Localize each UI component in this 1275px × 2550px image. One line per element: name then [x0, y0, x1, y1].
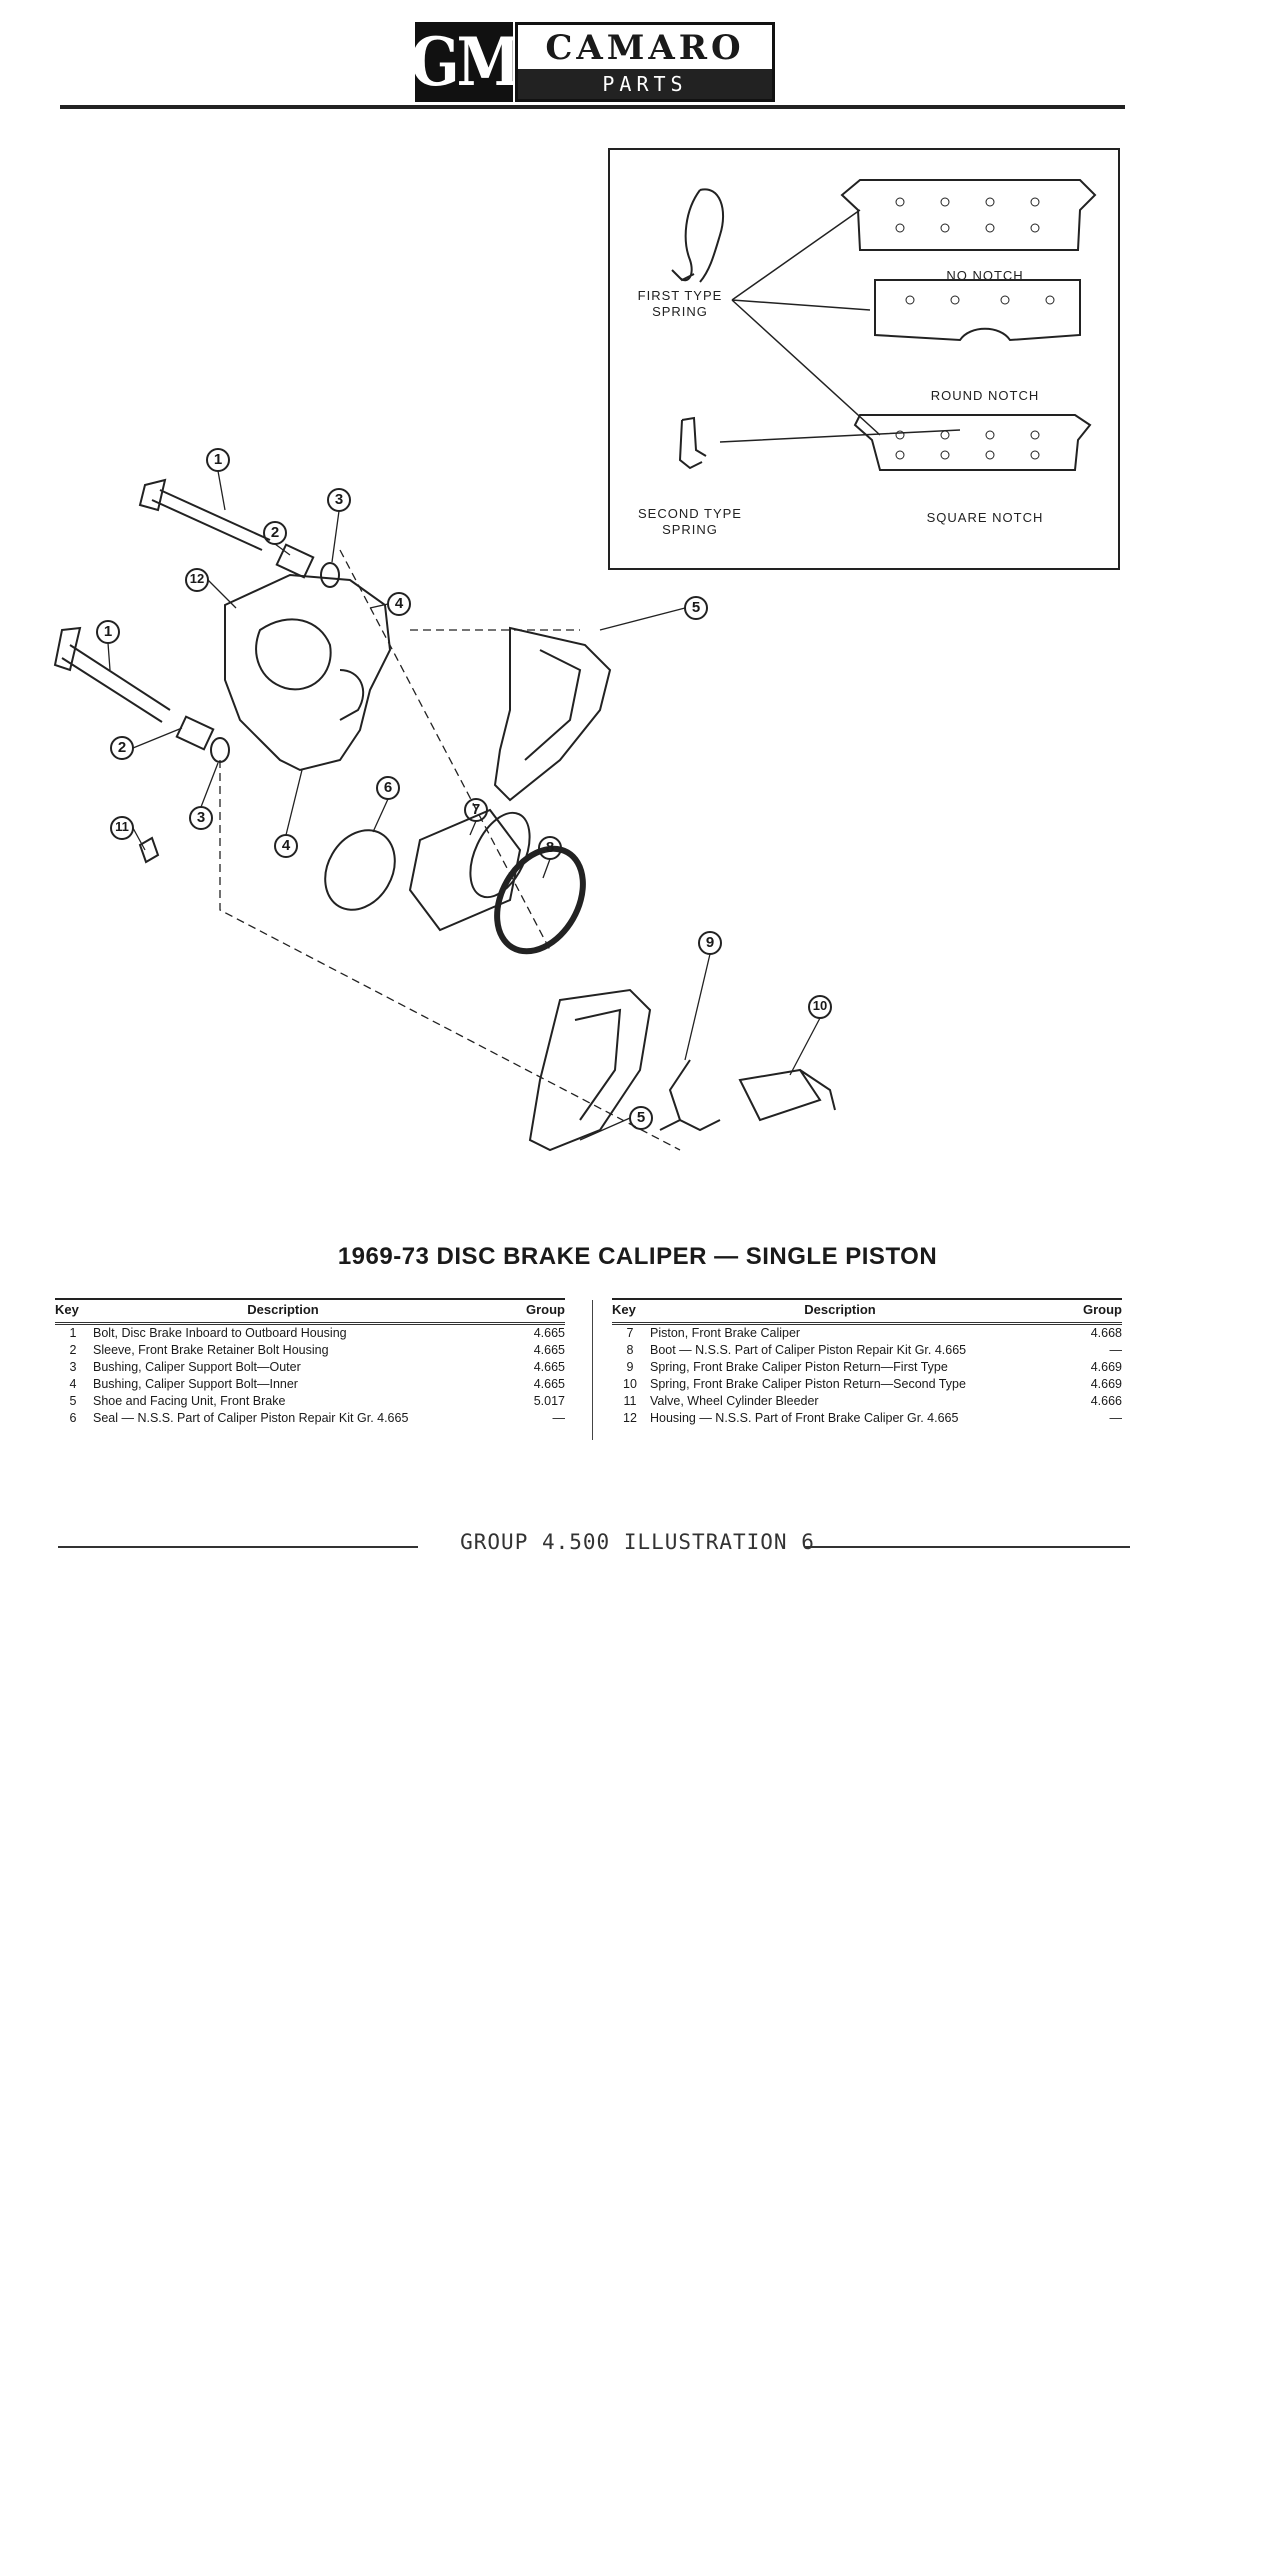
callout-5-upper: 5	[691, 599, 701, 616]
header-description: Description	[247, 1302, 319, 1317]
callout-2-left: 2	[117, 739, 127, 756]
second-type-spring-label: SECOND TYPE SPRING	[638, 506, 742, 537]
pad-no-notch	[840, 179, 1097, 251]
inset-drawing	[671, 179, 1097, 471]
parts-table-left: Key Description Group 1 Bolt, Disc Brake …	[55, 1298, 565, 1427]
catalog-title: CAMARO	[545, 28, 745, 68]
callout-4-top: 4	[394, 595, 404, 612]
parts-row: 8 Boot — N.S.S. Part of Caliper Piston Re…	[612, 1342, 1122, 1359]
pad-label-no-notch: NO NOTCH	[946, 268, 1024, 283]
part-key: 5	[69, 1394, 77, 1408]
gm-logo: GM	[410, 22, 521, 102]
part-description: Housing — N.S.S. Part of Front Brake Cal…	[650, 1411, 959, 1425]
caliper-exploded-diagram: 1 2 3 4 1 2 3 4 5 6 7 8 9 10 5 11 12	[40, 430, 940, 1190]
parts-table-right-header: Key Description Group	[612, 1298, 1122, 1325]
parts-row: 5 Shoe and Facing Unit, Front Brake 5.017	[55, 1393, 565, 1410]
part-group: —	[552, 1411, 566, 1425]
header-key: Key	[612, 1302, 636, 1317]
parts-row: 1 Bolt, Disc Brake Inboard to Outboard Ho…	[55, 1325, 565, 1342]
header-group: Group	[1083, 1302, 1122, 1317]
parts-row: 11 Valve, Wheel Cylinder Bleeder 4.666	[612, 1393, 1123, 1410]
part-key: 12	[623, 1411, 637, 1425]
parts-row: 9 Spring, Front Brake Caliper Piston Retu…	[612, 1359, 1122, 1376]
part-key: 9	[626, 1360, 634, 1374]
part-description: Bushing, Caliper Support Bolt—Inner	[93, 1377, 298, 1391]
callout-3-top: 3	[334, 491, 344, 508]
illustration-caption: 1969-73 DISC BRAKE CALIPER — SINGLE PIST…	[337, 1243, 938, 1270]
part-description: Spring, Front Brake Caliper Piston Retur…	[650, 1360, 948, 1374]
part-group: 4.665	[533, 1377, 565, 1391]
part-key: 4	[69, 1377, 77, 1391]
catalog-header: GM CAMARO PARTS CATALOGUE	[410, 22, 775, 126]
part-group: 4.665	[533, 1360, 565, 1374]
pad-square-notch	[853, 414, 1092, 471]
part-description: Bushing, Caliper Support Bolt—Outer	[93, 1360, 301, 1374]
pad-round-notch	[874, 279, 1081, 342]
part-group: 4.669	[1090, 1360, 1122, 1374]
footer-rule-right	[805, 1546, 1130, 1548]
pad-types-inset: FIRST TYPE SPRING SECOND TYPE SPRING NO …	[608, 148, 1120, 570]
part-key: 6	[69, 1411, 77, 1425]
pad-label-round-notch: ROUND NOTCH	[930, 388, 1040, 403]
callout-9: 9	[705, 934, 715, 951]
callout-3-left: 3	[196, 809, 206, 826]
callout-11: 11	[115, 819, 129, 834]
parts-row: 7 Piston, Front Brake Caliper 4.668	[612, 1325, 1122, 1342]
parts-row: 6 Seal — N.S.S. Part of Caliper Piston Re…	[55, 1410, 565, 1427]
header-rule	[60, 105, 1125, 109]
title-box: CAMARO PARTS CATALOGUE	[515, 22, 775, 126]
part-key: 7	[626, 1326, 634, 1340]
callout-7: 7	[471, 801, 481, 818]
part-description: Sleeve, Front Brake Retainer Bolt Housin…	[93, 1343, 329, 1357]
part-description: Boot — N.S.S. Part of Caliper Piston Rep…	[650, 1343, 967, 1357]
gm-logo-text: GM	[410, 22, 521, 102]
callout-5-lower: 5	[636, 1109, 646, 1126]
part-group: 4.666	[1090, 1394, 1122, 1408]
catalog-subtitle: PARTS CATALOGUE	[518, 69, 772, 126]
header-group: Group	[526, 1302, 565, 1317]
part-key: 8	[626, 1343, 634, 1357]
part-group: —	[1109, 1411, 1123, 1425]
parts-row: 4 Bushing, Caliper Support Bolt—Inner 4.66…	[55, 1376, 565, 1393]
callout-2-top: 2	[270, 524, 280, 541]
part-key: 11	[623, 1394, 637, 1408]
parts-table-left-header: Key Description Group	[55, 1298, 565, 1325]
part-description: Shoe and Facing Unit, Front Brake	[93, 1394, 286, 1408]
footer-illustration-label: GROUP 4.500 ILLUSTRATION 6	[460, 1530, 815, 1554]
part-description: Seal — N.S.S. Part of Caliper Piston Rep…	[93, 1411, 409, 1425]
callout-10: 10	[812, 998, 828, 1013]
callout-12: 12	[189, 571, 205, 586]
part-group: —	[1109, 1343, 1123, 1357]
callout-1-top: 1	[213, 451, 223, 468]
parts-row: 3 Bushing, Caliper Support Bolt—Outer 4.66…	[55, 1359, 565, 1376]
footer-rule-left	[58, 1546, 418, 1548]
parts-table-right: Key Description Group 7 Piston, Front Bra…	[612, 1298, 1122, 1427]
part-group: 4.665	[533, 1343, 565, 1357]
part-description: Spring, Front Brake Caliper Piston Retur…	[650, 1377, 966, 1391]
part-group: 4.668	[1090, 1326, 1122, 1340]
caliper-drawing	[53, 448, 836, 1152]
callout-6: 6	[383, 779, 393, 796]
part-description: Piston, Front Brake Caliper	[650, 1326, 801, 1340]
header-key: Key	[55, 1302, 79, 1317]
table-divider	[592, 1300, 593, 1440]
first-type-spring-label: FIRST TYPE SPRING	[637, 288, 723, 319]
part-key: 10	[623, 1377, 637, 1391]
callout-8: 8	[545, 839, 555, 856]
parts-row: 2 Sleeve, Front Brake Retainer Bolt Housi…	[55, 1342, 565, 1359]
part-key: 3	[69, 1360, 77, 1374]
pad-label-square-notch: SQUARE NOTCH	[926, 510, 1044, 525]
header-description: Description	[804, 1302, 876, 1317]
callout-1-left: 1	[103, 623, 113, 640]
part-group: 4.669	[1090, 1377, 1122, 1391]
part-key: 1	[69, 1326, 77, 1340]
part-group: 4.665	[533, 1326, 565, 1340]
parts-row: 10 Spring, Front Brake Caliper Piston Ret…	[612, 1376, 1122, 1393]
part-group: 5.017	[533, 1394, 565, 1408]
part-description: Bolt, Disc Brake Inboard to Outboard Hou…	[93, 1326, 347, 1340]
callout-4-left: 4	[281, 837, 291, 854]
part-description: Valve, Wheel Cylinder Bleeder	[650, 1394, 819, 1408]
part-key: 2	[69, 1343, 77, 1357]
parts-row: 12 Housing — N.S.S. Part of Front Brake C…	[612, 1410, 1122, 1427]
